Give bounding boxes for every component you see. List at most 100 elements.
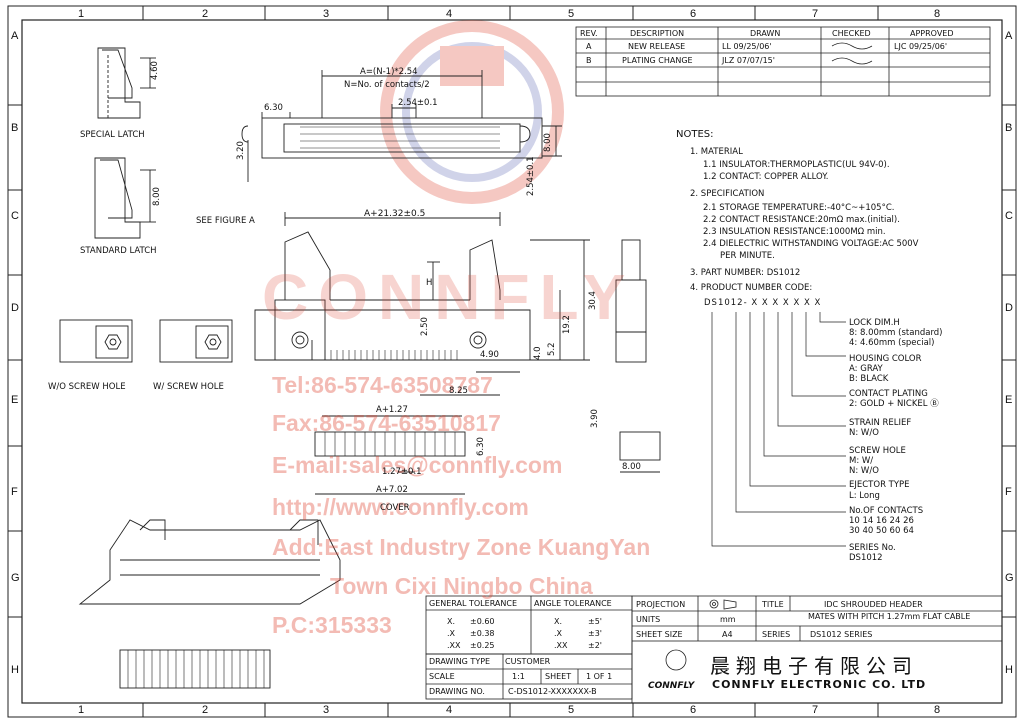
general-tol-3-val: ±0.25 [470,641,495,650]
zone-col-6: 6 [690,8,697,20]
zone-col-2-bottom: 2 [202,704,209,716]
watermark-address1: Add:East Industry Zone KuangYan [272,534,651,560]
dim-a-2132: A+21.32±0.5 [364,209,426,219]
zone-col-3-bottom: 3 [323,704,330,716]
zone-row-e-right: E [1005,394,1013,406]
legend-lock-title: LOCK DIM.H [849,318,900,328]
legend-plating-title: CONTACT PLATING [849,389,928,399]
scale-label: SCALE [429,672,455,681]
watermark-brand: CONNFLY [262,261,636,333]
dim-a-formula: A=(N-1)*2.54 [360,67,418,77]
dim-pitch-254b: 2.54±0.1 [526,156,536,196]
legend-color-line-1: A: GRAY [849,364,883,374]
isometric-view [78,519,341,689]
notes-product-code: DS1012- X X X X X X X [704,298,822,308]
angle-tol-2-key: .X [554,629,563,638]
dim-630: 6.30 [264,103,283,113]
zone-row-g: G [11,572,20,584]
zone-col-8-bottom: 8 [934,704,941,716]
zone-row-b-right: B [1005,122,1013,134]
units-value: mm [720,615,736,624]
top-view [241,70,562,182]
notes-line-11: 4. PRODUCT NUMBER CODE: [690,283,813,293]
angle-tol-3-key: .XX [554,641,568,650]
notes-line-10: 3. PART NUMBER: DS1012 [690,268,801,278]
zone-col-6-bottom: 6 [690,704,697,716]
legend-color-title: HOUSING COLOR [849,354,922,364]
zone-row-g-right: G [1005,572,1014,584]
legend-strain-title: STRAIN RELIEF [849,418,912,428]
company-name-english: CONNFLY ELECTRONIC CO. LTD [712,678,927,691]
rev-header-rev: REV. [580,29,598,38]
zone-row-f: F [11,486,18,498]
rev-header-drawn: DRAWN [750,29,781,38]
rev-header-description: DESCRIPTION [630,29,685,38]
company-logo-text: CONNFLY [648,681,695,691]
projection-label: PROJECTION [636,600,686,609]
general-tol-1-key: X. [447,617,456,626]
notes-line-8: 2.4 DIELECTRIC WITHSTANDING VOLTAGE:AC 5… [703,239,919,249]
code-leaders [711,312,846,547]
legend-strain-line-1: N: W/O [849,428,879,438]
zone-row-h-right: H [1005,664,1013,676]
watermark-logo [380,20,564,204]
watermark-fax: Fax:86-574-63510817 [272,410,501,436]
zone-row-e: E [11,394,19,406]
legend-ejector-title: EJECTOR TYPE [849,480,910,490]
dim-800: 8.00 [543,133,553,152]
label-special-latch: SPECIAL LATCH [80,130,145,140]
company-name-chinese: 晨翔电子有限公司 [710,654,918,678]
dim-52: 5.2 [547,342,557,356]
dim-800c: 8.00 [622,462,641,472]
zone-col-5-bottom: 5 [568,704,575,716]
label-cover: COVER [380,503,410,513]
general-tol-3-key: .XX [447,641,461,650]
zone-row-b: B [11,122,19,134]
zone-col-4: 4 [446,8,453,20]
notes-line-2: 1.1 INSULATOR:THERMOPLASTIC(UL 94V-0). [703,160,890,170]
front-view [254,212,590,396]
rev-row-a-description: NEW RELEASE [628,42,686,51]
zone-col-1: 1 [78,8,85,20]
angle-tol-1-val: ±5' [588,617,602,626]
watermark-email: E-mail:sales@connfly.com [272,452,563,478]
rev-row-a-approved: LJC 09/25/06' [894,42,948,51]
zone-row-d: D [11,302,19,314]
rev-row-b-rev: B [586,56,592,65]
title-line-1: IDC SHROUDED HEADER [824,600,923,609]
legend-lock-line-2: 4: 4.60mm (special) [849,338,935,348]
dim-a-702: A+7.02 [376,485,408,495]
watermark-tel: Tel:86-574-63508787 [272,372,493,398]
zone-row-h: H [11,664,19,676]
general-tol-2-val: ±0.38 [470,629,495,638]
legend-series-line-1: DS1012 [849,553,883,563]
special-latch-view [97,47,156,119]
legend-ejector-line-1: L: Long [849,491,880,501]
legend-screw-line-2: N: W/O [849,466,879,476]
zone-col-1-bottom: 1 [78,704,85,716]
zone-row-d-right: D [1005,302,1013,314]
angle-tol-2-val: ±3' [588,629,602,638]
drawing-no-label: DRAWING NO. [429,687,485,696]
revision-table [575,26,991,97]
notes-line-9: PER MINUTE. [720,251,775,261]
notes-line-7: 2.3 INSULATION RESISTANCE:1000MΩ min. [703,227,886,237]
title-block [425,595,1003,703]
legend-screw-title: SCREW HOLE [849,446,906,456]
angle-tol-1-key: X. [554,617,563,626]
general-tol-2-key: .X [447,629,456,638]
notes-line-6: 2.2 CONTACT RESISTANCE:20mΩ max.(initial… [703,215,900,225]
zone-col-7-bottom: 7 [812,704,819,716]
dim-630b: 6.30 [476,437,486,456]
rev-row-b-drawn: JLZ 07/07/15' [722,56,775,65]
legend-color-line-2: B: BLACK [849,374,889,384]
legend-contacts-line-2: 30 40 50 60 64 [849,526,914,536]
title-line-2: MATES WITH PITCH 1.27mm FLAT CABLE [808,612,971,621]
watermark-address2: Town Cixi Ningbo China [330,573,593,599]
dim-pitch-127: 1.27±0.1 [382,467,422,477]
dim-825: 8.25 [449,386,468,396]
sheet-label: SHEET [545,672,572,681]
zone-col-7: 7 [812,8,819,20]
title-label: TITLE [762,600,784,609]
